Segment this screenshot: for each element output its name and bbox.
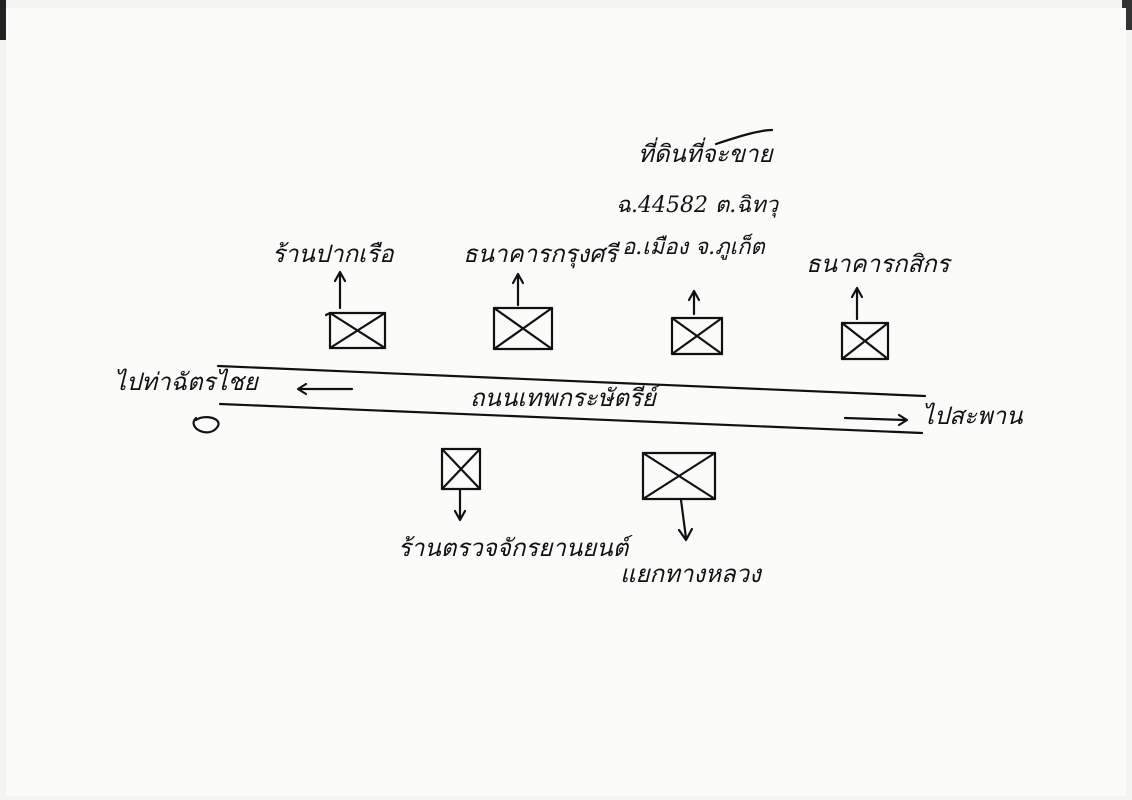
- label-flourish: [714, 128, 774, 146]
- building-box-north-1: [324, 311, 387, 350]
- arrow-up-icon: [333, 270, 347, 310]
- place-label-north-2: ธนาคารกรุงศรี: [463, 240, 620, 269]
- building-box-north-4: [840, 321, 890, 361]
- scan-edge-right: [1122, 0, 1132, 30]
- arrow-up-icon: [687, 289, 701, 316]
- building-box-north-3: [670, 316, 724, 356]
- east-destination-label: ไปสะพาน: [922, 402, 1023, 430]
- road-edge-north: [216, 364, 927, 398]
- place-label-north-3: ที่ดินที่จะขาย: [638, 137, 774, 168]
- arrow-up-icon: [511, 272, 525, 307]
- paper-sheet: [6, 8, 1126, 796]
- place-label-north-4: ธนาคารกสิกร: [806, 250, 953, 278]
- arrow-up-icon: [850, 286, 864, 321]
- land-deed-line: ฉ.44582 ต.ฉิทวุ: [616, 193, 780, 218]
- scan-edge-left: [0, 0, 6, 40]
- arrow-down-icon: [453, 488, 467, 522]
- building-box-south-2: [641, 451, 717, 501]
- road-edge-south: [218, 402, 924, 435]
- place-label-south-1: ร้านตรวจจักรยานยนต์: [398, 534, 633, 562]
- west-label-flourish: [192, 416, 220, 434]
- road-name: ถนนเทพกระษัตรีย์: [470, 384, 661, 412]
- building-box-south-1: [440, 447, 482, 491]
- west-destination-label: ไปท่าฉัตรไชย: [114, 368, 260, 396]
- arrow-east-icon: [843, 413, 909, 427]
- place-label-north-1: ร้านปากเรือ: [272, 240, 395, 268]
- land-area-line: อ.เมือง จ.ภูเก็ต: [622, 233, 766, 260]
- place-label-south-2: แยกทางหลวง: [620, 560, 763, 588]
- building-box-north-2: [492, 306, 554, 351]
- arrow-down-icon: [677, 498, 694, 542]
- arrow-west-icon: [296, 382, 354, 396]
